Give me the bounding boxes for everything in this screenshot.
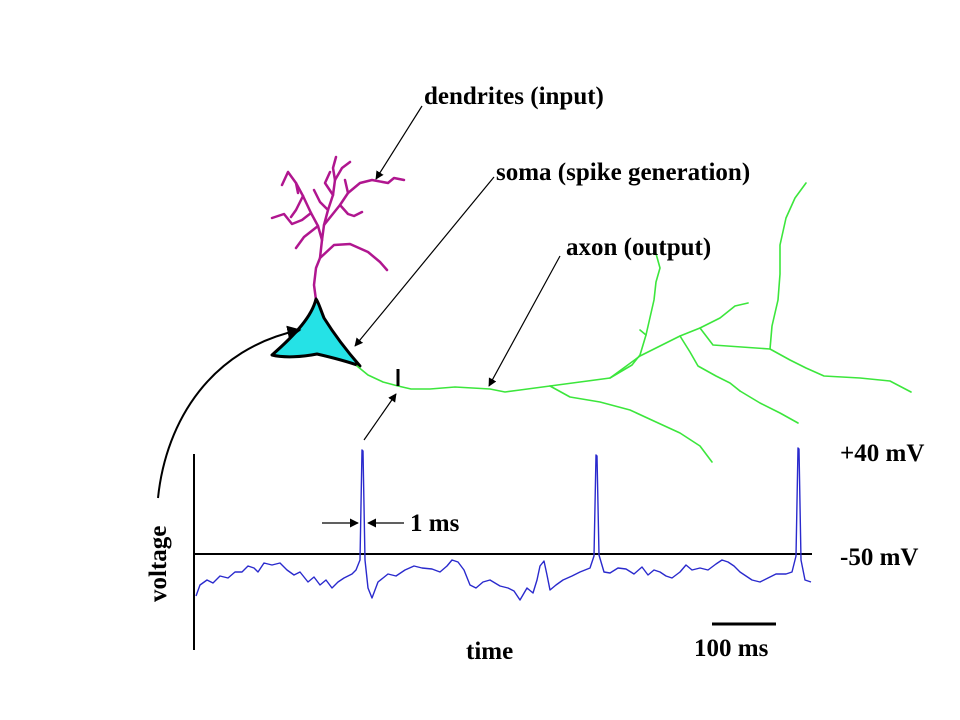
label-axon: axon (output) bbox=[566, 234, 711, 261]
spike-origin-arrow bbox=[363, 393, 397, 441]
label-voltage-axis: voltage bbox=[145, 526, 172, 602]
axon bbox=[356, 182, 912, 463]
label-time: time bbox=[466, 638, 513, 665]
soma bbox=[270, 297, 362, 368]
label-dendrites: dendrites (input) bbox=[424, 83, 604, 110]
voltage-trace bbox=[195, 447, 812, 601]
label-soma: soma (spike generation) bbox=[496, 159, 750, 186]
soma-arrow bbox=[354, 176, 495, 347]
axon-arrow bbox=[488, 255, 561, 387]
dendrites-arrow bbox=[375, 105, 423, 180]
label-scale-bar: 100 ms bbox=[694, 635, 769, 662]
label-voltage-top: +40 mV bbox=[840, 440, 924, 467]
label-voltage-rest: -50 mV bbox=[840, 544, 918, 571]
voltage-to-soma-arrow bbox=[157, 325, 302, 499]
label-spike-width: 1 ms bbox=[410, 510, 460, 537]
dendrites bbox=[270, 155, 406, 302]
